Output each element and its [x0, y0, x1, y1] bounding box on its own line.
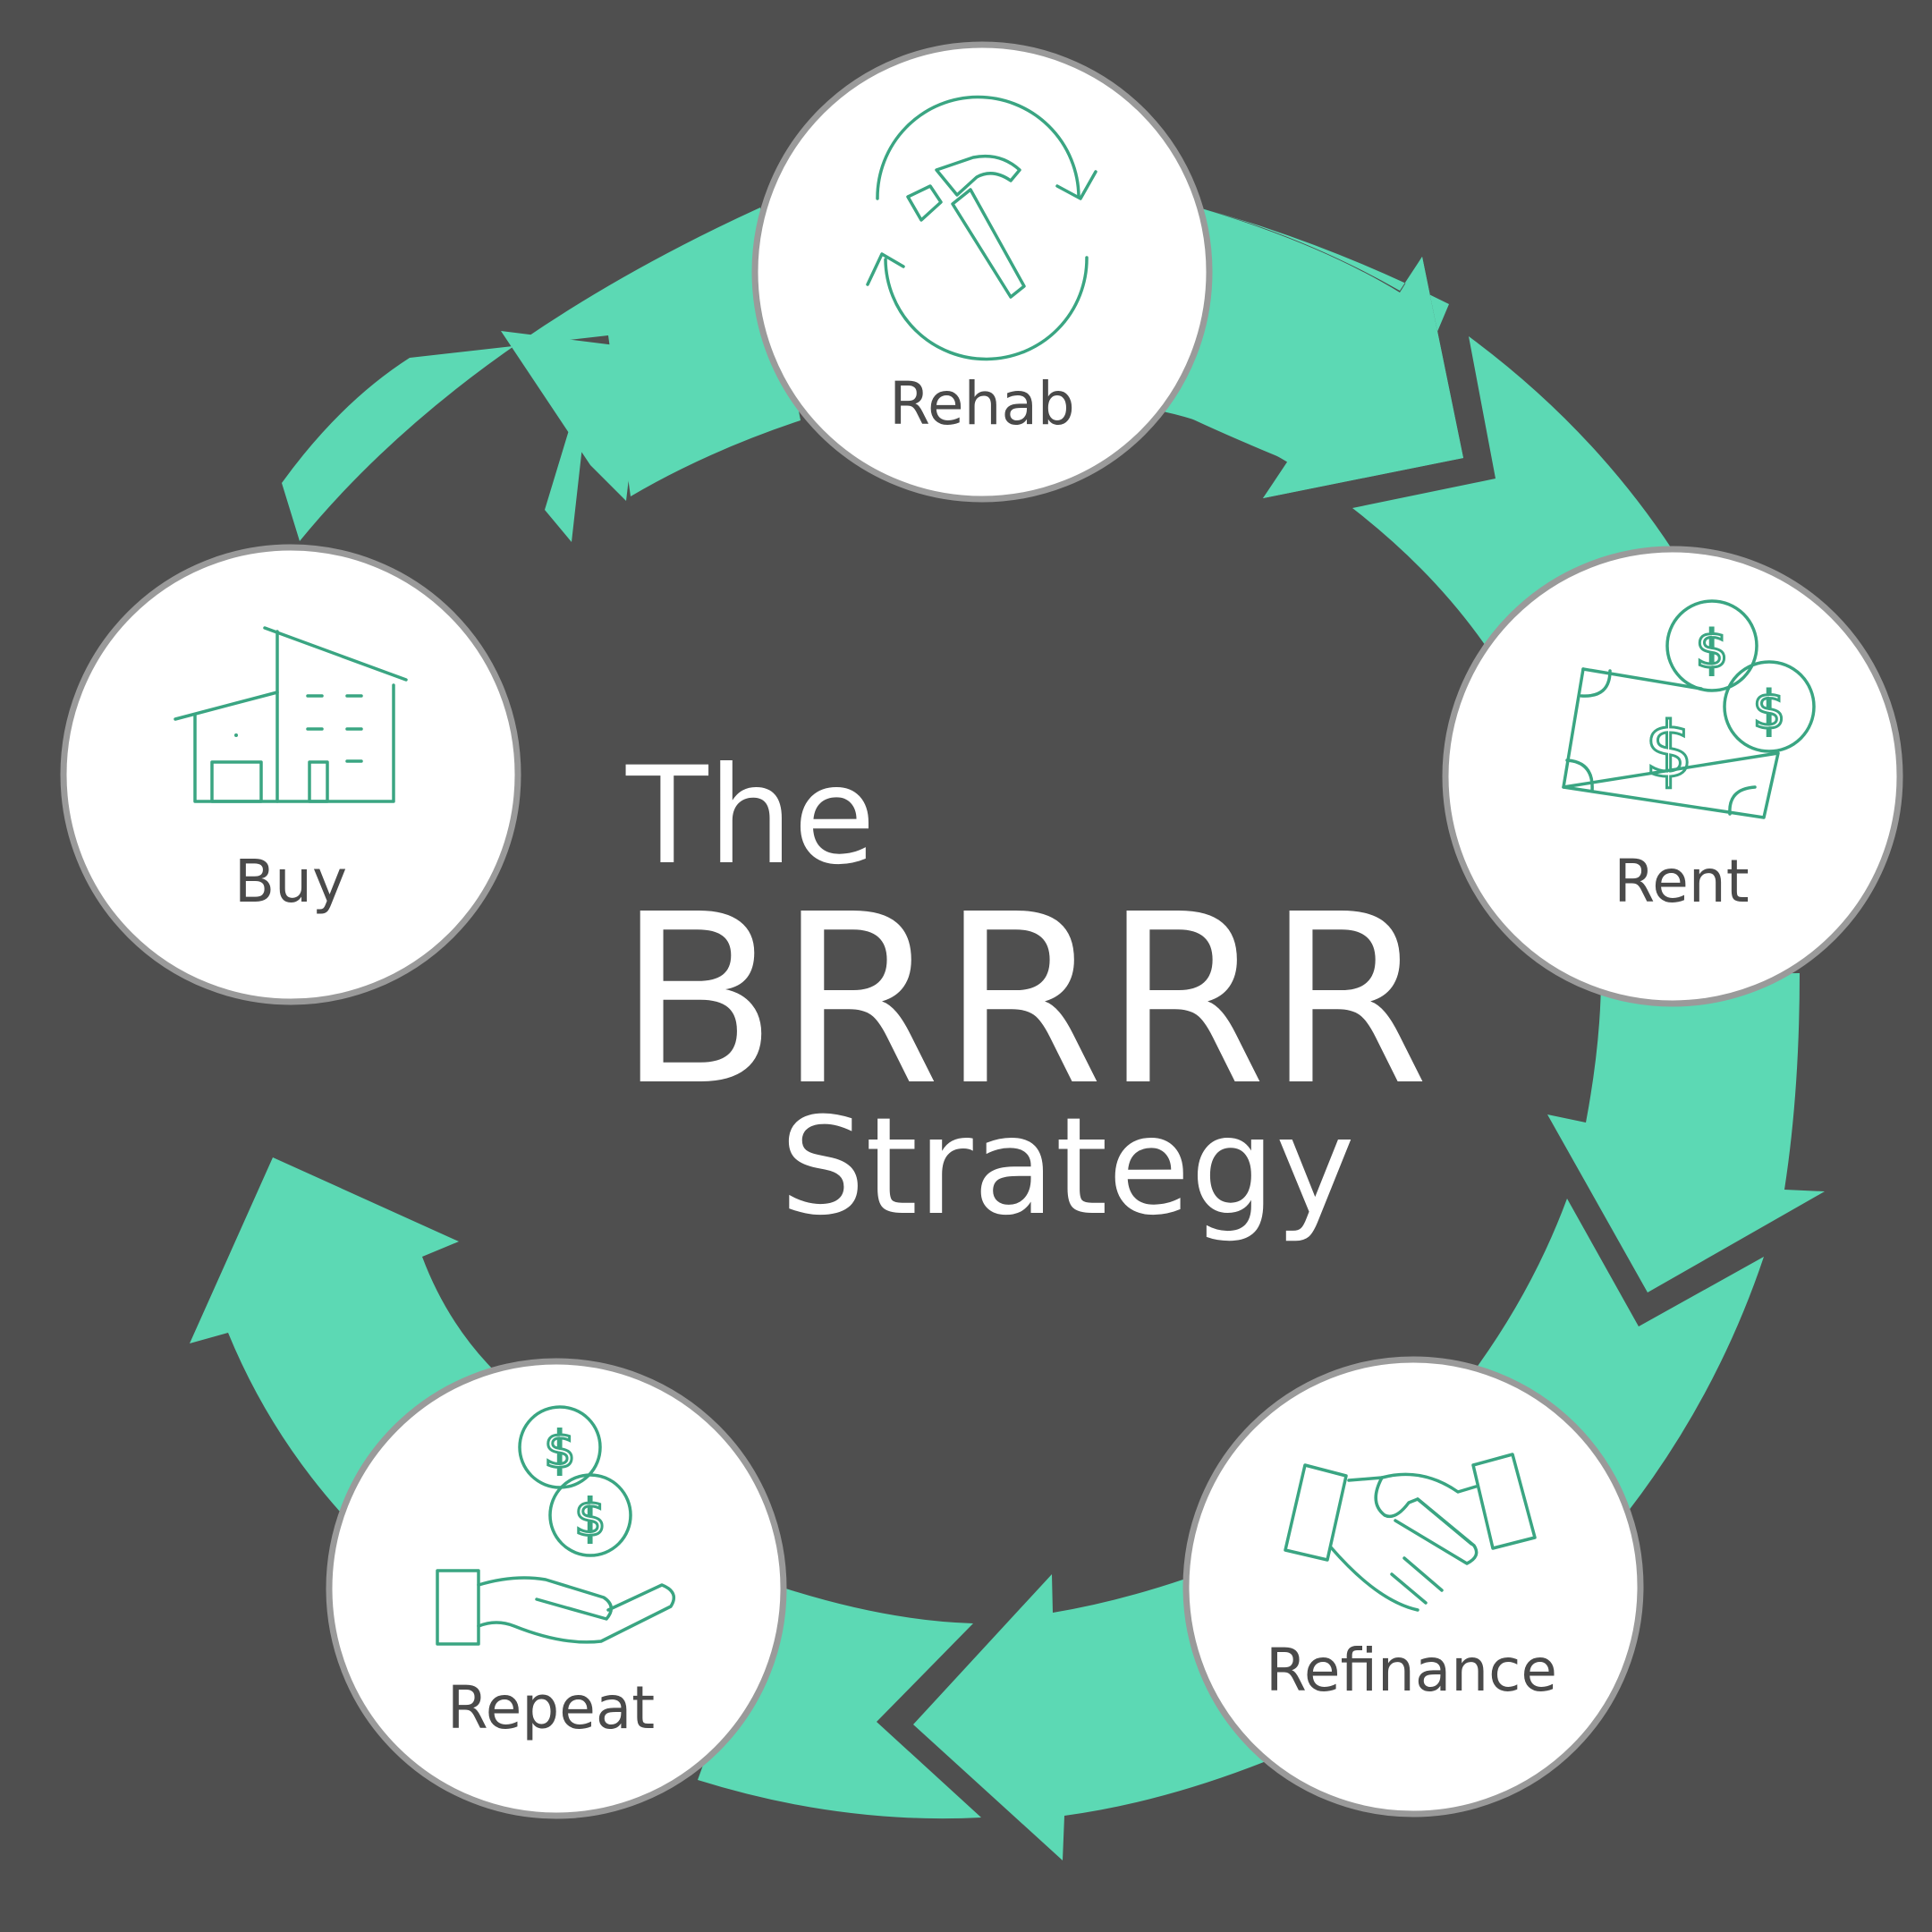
handshake-icon	[1284, 1453, 1537, 1612]
step-label: Repeat	[447, 1674, 655, 1742]
svg-text:$: $	[1696, 619, 1729, 680]
step-label: Buy	[234, 847, 347, 916]
svg-text:$: $	[1645, 706, 1694, 795]
step-rent: $ $ $ Rent	[1442, 546, 1903, 1007]
step-repeat: $ $ Repeat	[326, 1358, 787, 1819]
step-label: Refinance	[1266, 1636, 1557, 1705]
hammer-cycle-icon	[866, 95, 1097, 361]
banknote-coins-icon: $ $ $	[1562, 599, 1816, 819]
svg-text:$: $	[1753, 680, 1786, 741]
svg-text:$: $	[574, 1489, 606, 1547]
svg-text:$: $	[544, 1421, 576, 1479]
title-strategy: Strategy	[780, 1089, 1355, 1245]
step-buy: Buy	[60, 544, 521, 1005]
title-brrrr: BRRRR	[617, 864, 1429, 1137]
title-the: The	[626, 739, 876, 894]
building-icon	[174, 626, 408, 803]
step-label: Rent	[1614, 847, 1749, 916]
arrow-buy-to-rehab	[282, 208, 801, 542]
step-label: Rehab	[889, 369, 1075, 438]
step-rehab: Rehab	[751, 41, 1213, 503]
step-refinance: Refinance	[1182, 1356, 1644, 1818]
hand-coins-icon: $ $	[436, 1405, 676, 1646]
